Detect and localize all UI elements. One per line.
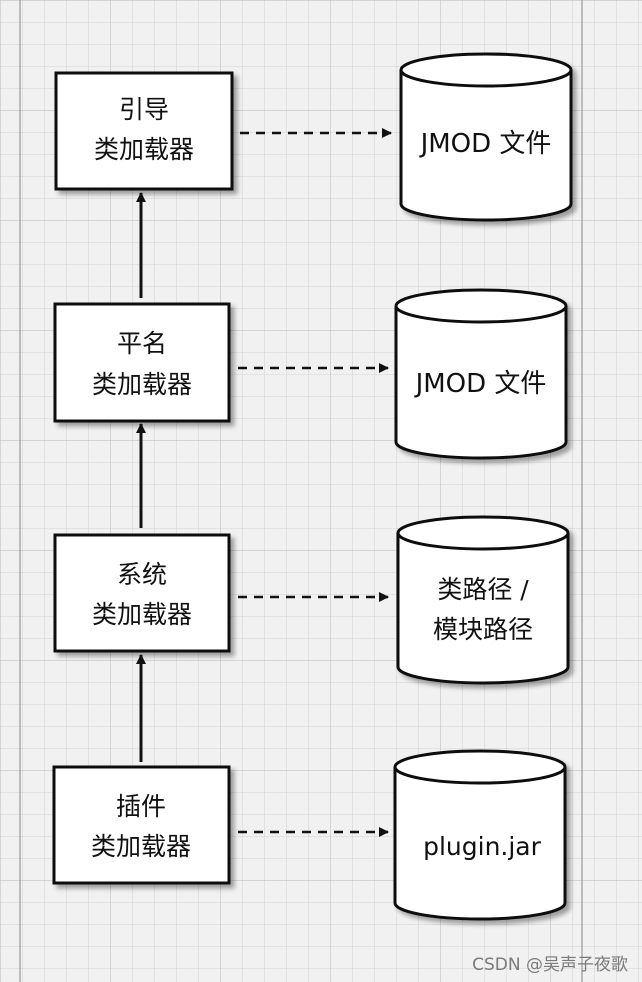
- store-classpath-line2: 模块路径: [433, 615, 533, 644]
- loader-plugin-line1: 插件: [116, 792, 166, 821]
- loader-platform-line1: 平名: [117, 329, 167, 358]
- store-cylinder-platform: [394, 288, 568, 460]
- loader-system-line1: 系统: [117, 560, 167, 589]
- store-plugin-label: plugin.jar: [423, 832, 542, 861]
- loader-box-system: [53, 533, 231, 653]
- loader-plugin-line2: 类加载器: [91, 832, 191, 861]
- store-bootstrap-label: JMOD 文件: [419, 129, 552, 159]
- store-cylinder-bootstrap: [399, 52, 573, 222]
- store-classpath-line1: 类路径 /: [437, 575, 529, 604]
- watermark: CSDN @吴声子夜歌: [472, 955, 628, 975]
- loader-bootstrap-line2: 类加载器: [94, 135, 194, 164]
- loader-box-platform: [53, 302, 231, 423]
- loader-platform-line2: 类加载器: [92, 370, 192, 399]
- store-cylinder-classpath: [396, 515, 570, 685]
- store-platform-label: JMOD 文件: [414, 369, 547, 399]
- load-arrows: [238, 128, 392, 837]
- loader-box-plugin: [52, 765, 231, 885]
- loader-system-line2: 类加载器: [92, 600, 192, 629]
- loader-bootstrap-line1: 引导: [119, 95, 169, 124]
- store-cylinder-plugin: [393, 749, 567, 921]
- loader-box-bootstrap: [54, 71, 234, 191]
